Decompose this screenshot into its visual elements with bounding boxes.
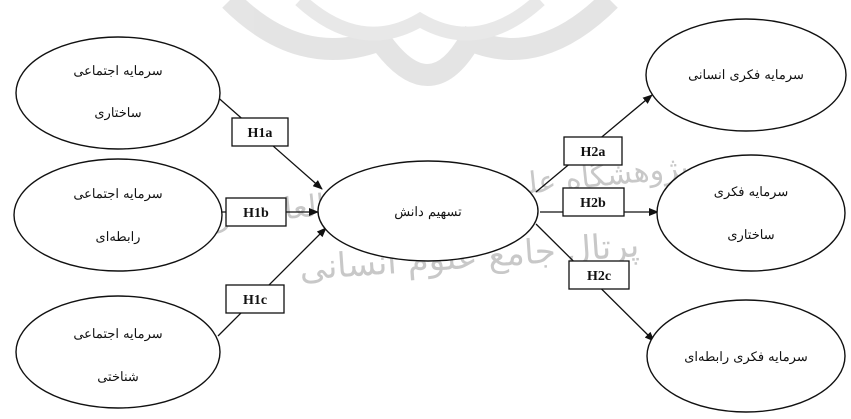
- hypothesis-label-h2b: H2b: [562, 187, 625, 217]
- input-node-structural-social: سرمایه اجتماعی ساختاری: [15, 36, 221, 150]
- hypothesis-label-h1a: H1a: [231, 117, 289, 147]
- node-label: سرمایه اجتماعی: [73, 327, 162, 342]
- hypothesis-text: H1b: [243, 206, 269, 221]
- output-node-relational-intellectual: سرمایه فکری رابطه‌ای: [646, 299, 846, 413]
- node-label: سرمایه اجتماعی: [73, 187, 162, 202]
- node-label: تسهیم دانش: [394, 205, 462, 220]
- node-label: رابطه‌ای: [96, 230, 141, 245]
- hypothesis-text: H2c: [587, 269, 611, 284]
- arrow-h1c: [217, 227, 327, 337]
- node-label: سرمایه فکری: [714, 185, 788, 200]
- hypothesis-label-h2c: H2c: [568, 260, 630, 290]
- watermark-ornament: [222, 0, 618, 86]
- hypothesis-label-h2a: H2a: [563, 136, 623, 166]
- input-node-cognitive-social: سرمایه اجتماعی شناختی: [15, 295, 221, 409]
- hypothesis-text: H1c: [243, 293, 267, 308]
- node-label: ساختاری: [94, 106, 141, 121]
- node-label: سرمایه فکری رابطه‌ای: [684, 350, 808, 365]
- input-node-relational-social: سرمایه اجتماعی رابطه‌ای: [13, 158, 223, 272]
- hypothesis-label-h1b: H1b: [225, 197, 287, 227]
- node-label: ساختاری: [727, 228, 774, 243]
- hypothesis-text: H2b: [580, 196, 606, 211]
- node-label: سرمایه فکری انسانی: [688, 68, 804, 83]
- node-label: سرمایه اجتماعی: [73, 64, 162, 79]
- center-node-knowledge-sharing: تسهیم دانش: [317, 160, 539, 262]
- output-node-structural-intellectual: سرمایه فکری ساختاری: [656, 154, 846, 272]
- hypothesis-text: H2a: [581, 145, 606, 160]
- hypothesis-label-h1c: H1c: [225, 284, 285, 314]
- hypothesis-text: H1a: [248, 126, 273, 141]
- output-node-human-intellectual: سرمایه فکری انسانی: [645, 18, 847, 132]
- node-label: شناختی: [97, 370, 139, 385]
